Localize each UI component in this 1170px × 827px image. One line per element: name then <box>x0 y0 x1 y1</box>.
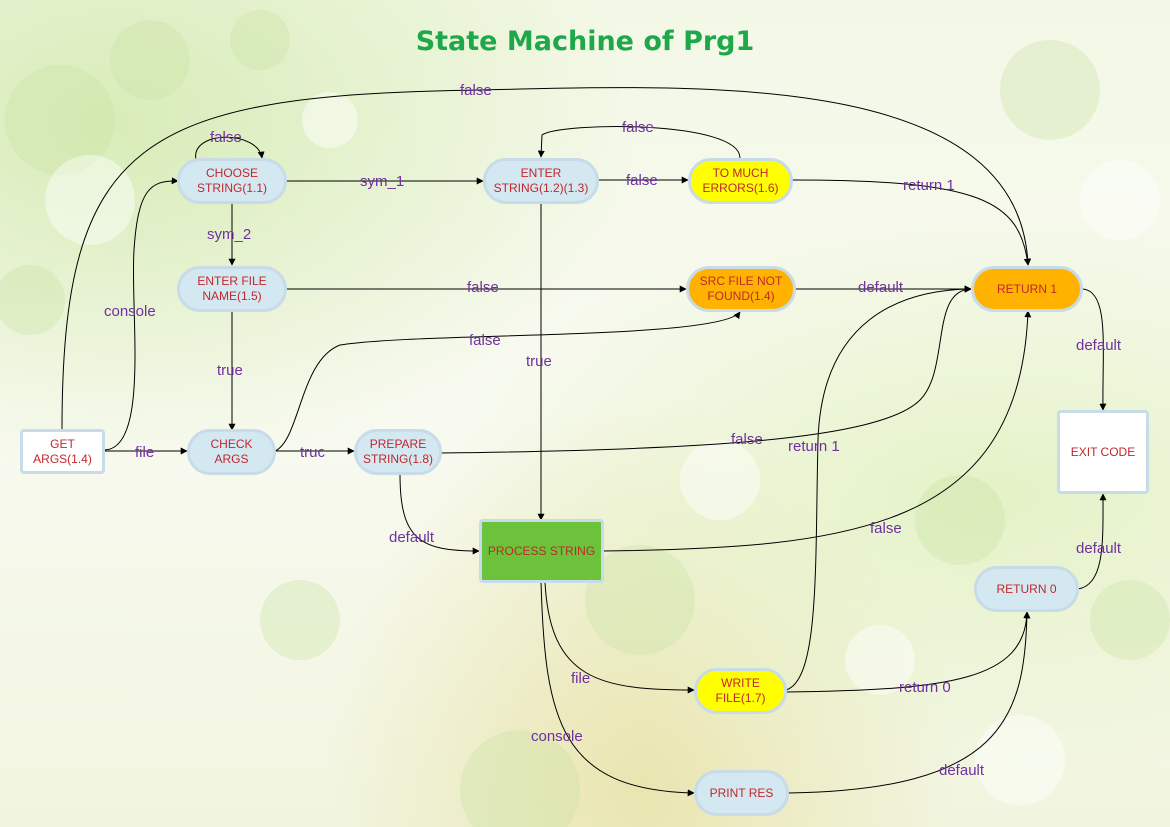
edge-label: false <box>469 332 501 349</box>
node-exit-code[interactable]: EXIT CODE <box>1057 410 1149 494</box>
edge-label: file <box>135 444 154 461</box>
edge-too-much-errors-to-return-1 <box>791 179 1031 266</box>
edge-too-much-errors-to-enter-string <box>537 126 741 159</box>
edge-write-file-to-return-0 <box>785 611 1031 693</box>
edge-label: false <box>460 82 492 99</box>
edge-label: false <box>622 119 654 136</box>
edge-process-string-to-return-1 <box>602 310 1032 552</box>
edge-write-file-to-return-1 <box>785 285 972 691</box>
edge-label: default <box>1076 337 1122 354</box>
edge-labels: false console file false sym_1 sym_2 fal… <box>104 82 1122 779</box>
node-enter-file-name[interactable]: ENTER FILE NAME(1.5) <box>177 266 287 312</box>
edge-get-args-to-return-1 <box>61 87 1032 431</box>
node-check-args[interactable]: CHECK ARGS <box>187 429 276 475</box>
edge-label: default <box>939 762 985 779</box>
edge-label: false <box>626 172 658 189</box>
edge-get-args-to-choose-string <box>103 177 179 451</box>
edge-prepare-string-to-process-string <box>399 473 480 555</box>
edge-choose-string-self-loop <box>195 136 265 161</box>
edge-label: console <box>104 303 156 320</box>
node-too-much-errors[interactable]: TO MUCH ERRORS(1.6) <box>688 158 793 204</box>
edge-label: false <box>731 431 763 448</box>
edge-label: console <box>531 728 583 745</box>
edge-label: return 0 <box>899 679 951 696</box>
edge-print-res-to-return-0 <box>787 611 1031 794</box>
edge-label: default <box>1076 540 1122 557</box>
node-get-args[interactable]: GET ARGS(1.4) <box>20 429 105 474</box>
edge-process-string-to-print-res <box>540 581 695 797</box>
edge-return-0-to-exit-code <box>1077 493 1107 590</box>
edge-process-string-to-write-file <box>544 581 695 694</box>
node-enter-string[interactable]: ENTER STRING(1.2)(1.3) <box>483 158 599 204</box>
node-prepare-string[interactable]: PREPARE STRING(1.8) <box>354 429 442 475</box>
node-write-file[interactable]: WRITE FILE(1.7) <box>694 668 787 714</box>
node-process-string[interactable]: PROCESS STRING <box>479 519 604 583</box>
edge-prepare-string-to-return-1 <box>440 285 972 454</box>
edge-label: sym_1 <box>360 173 404 190</box>
edge-label: false <box>210 129 242 146</box>
node-print-res[interactable]: PRINT RES <box>694 770 789 816</box>
edge-label: false <box>870 520 902 537</box>
edge-label: true <box>217 362 243 379</box>
node-src-file-not-found[interactable]: SRC FILE NOT FOUND(1.4) <box>686 266 796 312</box>
page-title: State Machine of Prg1 <box>415 26 755 57</box>
edge-label: default <box>389 529 435 546</box>
node-return-0[interactable]: RETURN 0 <box>974 566 1079 612</box>
edge-check-args-to-src-file-not-found <box>274 311 741 452</box>
edge-label: false <box>467 279 499 296</box>
background-decoration <box>0 10 1170 827</box>
edge-label: return 1 <box>903 177 955 194</box>
edge-label: default <box>858 279 904 296</box>
edge-label: true <box>526 353 552 370</box>
edge-label: return 1 <box>788 438 840 455</box>
edge-label: sym_2 <box>207 226 251 243</box>
edge-return-1-to-exit-code <box>1082 288 1107 411</box>
edges <box>61 87 1107 797</box>
edge-label: truc <box>300 444 326 461</box>
edge-label: file <box>571 670 590 687</box>
node-choose-string[interactable]: CHOOSE STRING(1.1) <box>177 158 287 204</box>
node-return-1[interactable]: RETURN 1 <box>971 266 1083 312</box>
